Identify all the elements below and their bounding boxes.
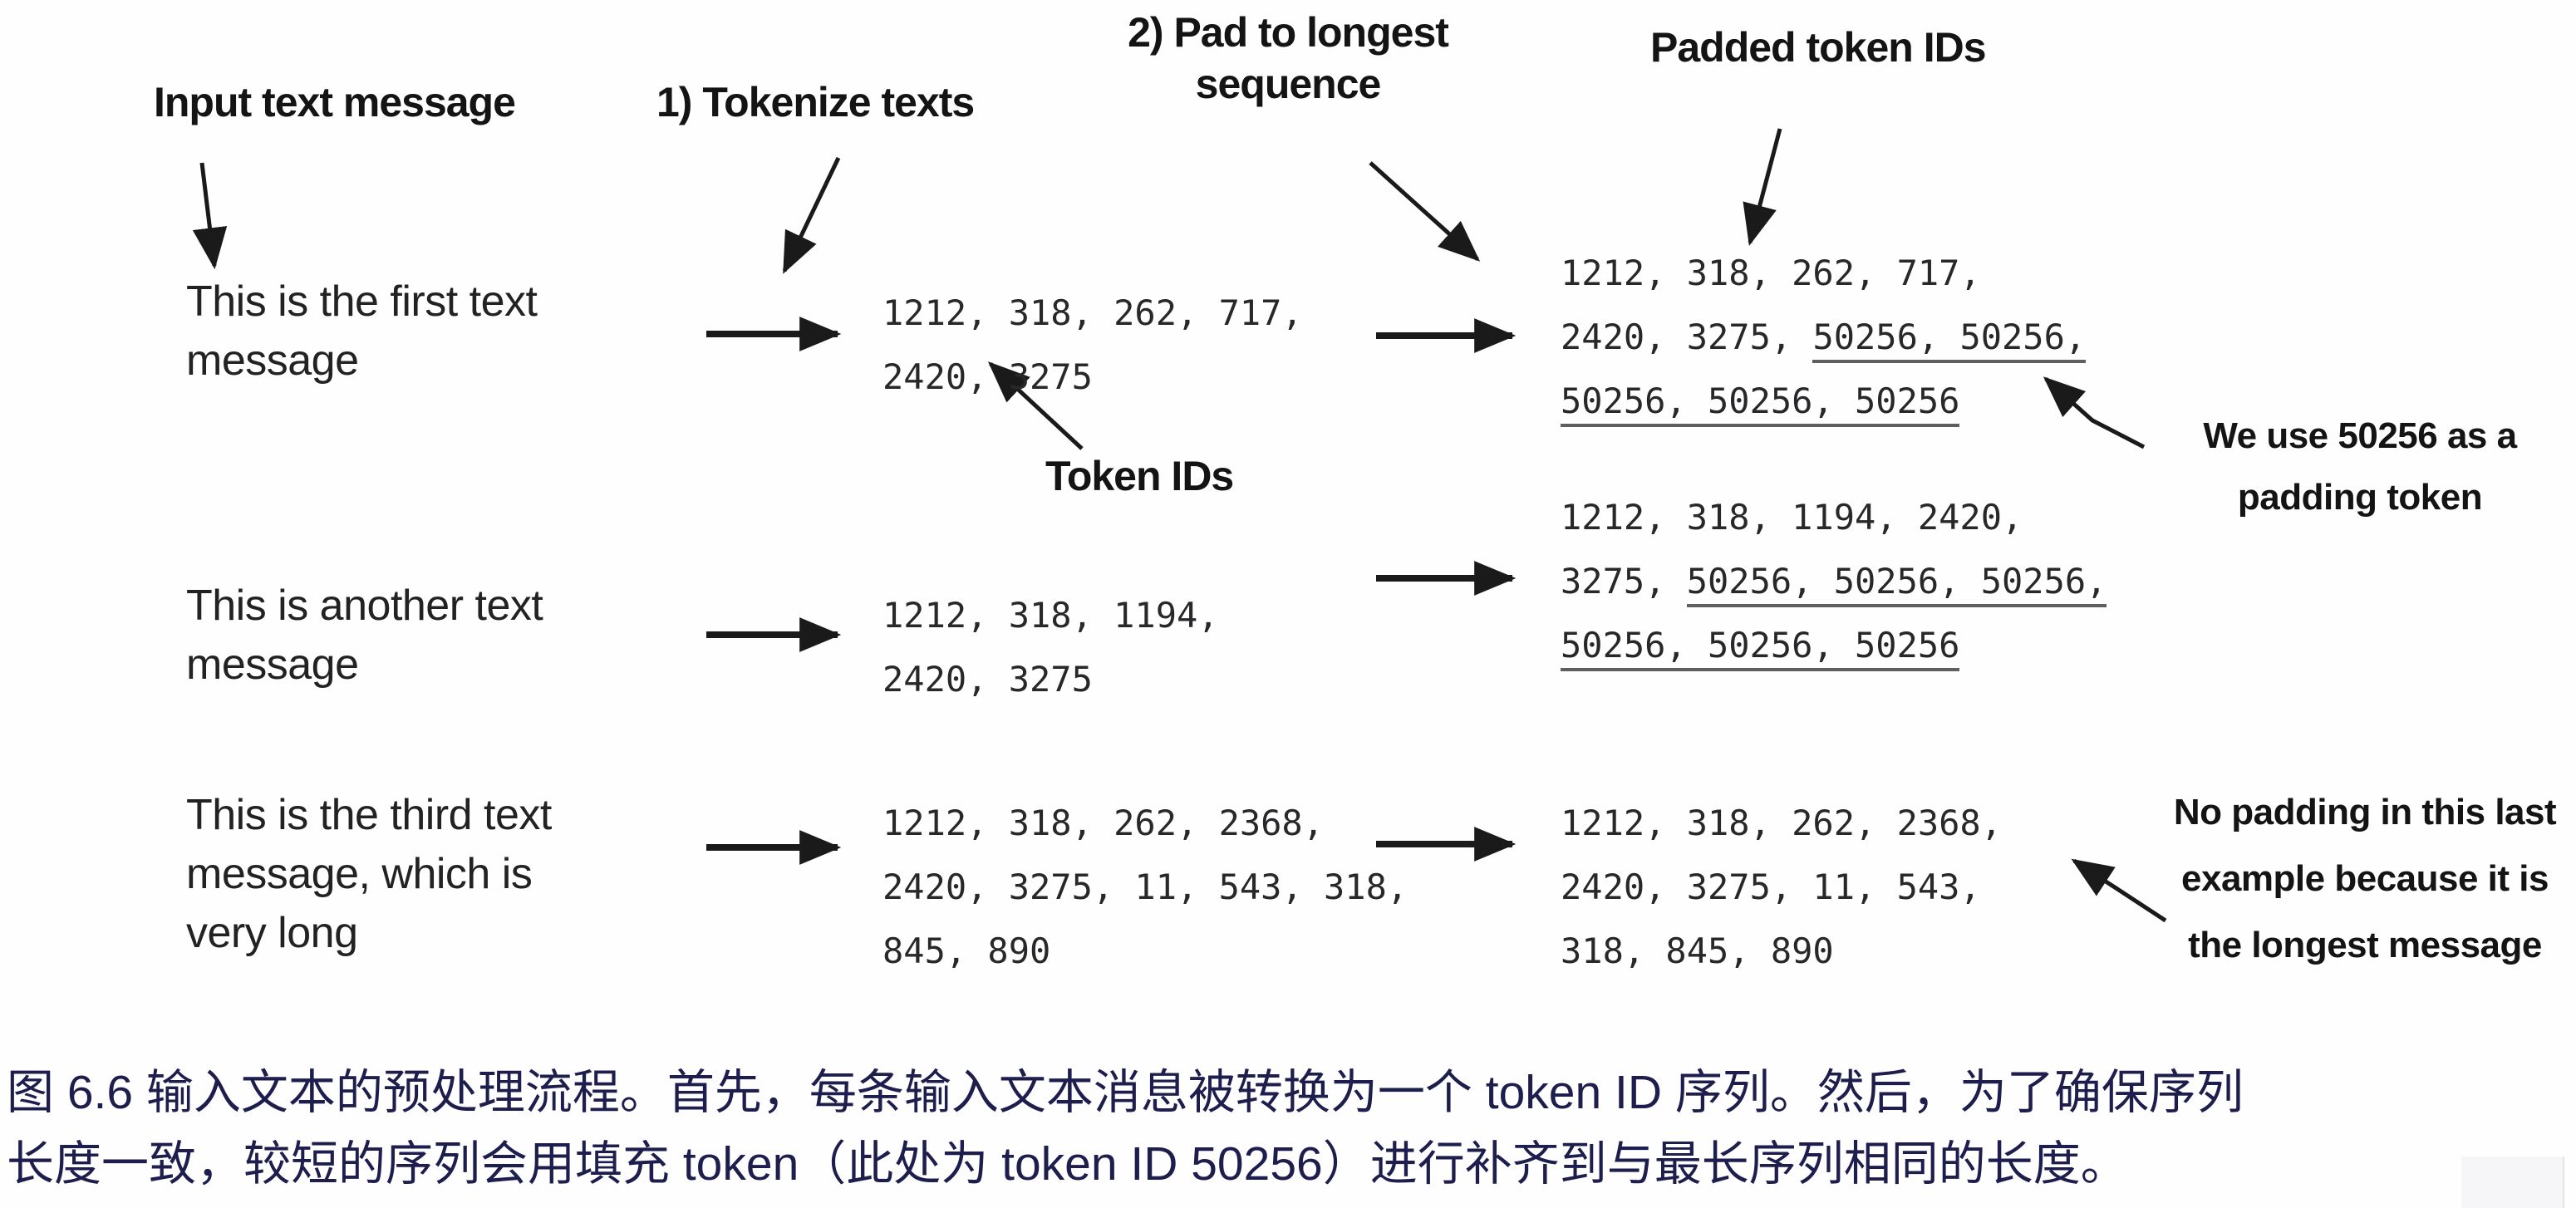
padded-token-line: 2420, 3275, 50256, 50256, [1561, 305, 2087, 369]
note-no-padding-line1: No padding in this last [2173, 792, 2557, 832]
corner-artifact [2461, 1156, 2564, 1208]
label-tokenize-texts: 1) Tokenize texts [656, 79, 975, 125]
caption-line2: 长度一致，较短的序列会用填充 token（此处为 token ID 50256）… [7, 1137, 2128, 1191]
padded-token-ids-1: 1212, 318, 262, 717, 2420, 3275, 50256, … [1561, 241, 2087, 433]
padded-token-ids-3: 1212, 318, 262, 2368, 2420, 3275, 11, 54… [1561, 791, 2002, 983]
arrow-input-label [192, 162, 228, 270]
token-line: 1212, 318, 1194, [882, 595, 1219, 636]
input-message-1-line1: This is the first text [186, 277, 538, 326]
figure-caption: 图 6.6 输入文本的预处理流程。首先，每条输入文本消息被转换为一个 token… [7, 1057, 2574, 1200]
label-pad-line1: 2) Pad to longest [1128, 9, 1449, 56]
token-ids-1: 1212, 318, 262, 717, 2420, 3275 [882, 281, 1303, 409]
padded-token-line: 1212, 318, 262, 2368, [1561, 803, 2003, 843]
input-message-2-line2: message [186, 641, 359, 689]
input-message-1-line2: message [186, 336, 359, 385]
input-message-3-line1: This is the third text [186, 791, 552, 839]
note-no-padding: No padding in this last example because … [2157, 779, 2573, 979]
token-line: 1212, 318, 262, 717, [882, 292, 1303, 333]
token-line: 2420, 3275, 11, 543, 318, [882, 867, 1408, 907]
arrow-pad-label [1369, 161, 1481, 262]
input-message-2: This is another text message [186, 577, 543, 695]
input-message-3-line2: message, which is [186, 850, 533, 898]
token-line: 2420, 3275 [882, 356, 1093, 397]
label-pad-line2: sequence [1195, 61, 1382, 107]
padded-token-line: 50256, 50256, 50256 [1561, 613, 2107, 677]
label-token-ids: Token IDs [1045, 453, 1234, 499]
padded-token-line: 2420, 3275, 11, 543, [1561, 867, 1981, 907]
padded-token-line: 1212, 318, 262, 717, [1561, 253, 1981, 293]
note-padding-line1: We use 50256 as a [2203, 415, 2517, 456]
note-padding-line2: padding token [2237, 477, 2483, 518]
padded-token-ids-2: 1212, 318, 1194, 2420, 3275, 50256, 5025… [1561, 485, 2107, 677]
token-line: 2420, 3275 [882, 659, 1093, 700]
label-pad-to-longest: 2) Pad to longest sequence [1080, 7, 1496, 110]
token-ids-3: 1212, 318, 262, 2368, 2420, 3275, 11, 54… [882, 791, 1408, 983]
label-input-text-message: Input text message [154, 79, 516, 125]
note-padding-token: We use 50256 as a padding token [2161, 405, 2559, 528]
input-message-3: This is the third text message, which is… [186, 786, 552, 963]
note-no-padding-line2: example because it is [2181, 858, 2549, 899]
arrow-tokenize-label [782, 156, 841, 274]
token-line: 845, 890 [882, 931, 1051, 971]
padded-token-line: 3275, 50256, 50256, 50256, [1561, 549, 2107, 613]
input-message-2-line1: This is another text [186, 582, 543, 630]
input-message-3-line3: very long [186, 909, 358, 957]
padded-token-line: 1212, 318, 1194, 2420, [1561, 497, 2023, 538]
caption-line1: 图 6.6 输入文本的预处理流程。首先，每条输入文本消息被转换为一个 token… [7, 1066, 2244, 1119]
arrow-no-padding-note [2071, 858, 2167, 923]
padded-token-line: 50256, 50256, 50256 [1561, 369, 2086, 433]
token-ids-2: 1212, 318, 1194, 2420, 3275 [882, 583, 1219, 711]
label-padded-token-ids: Padded token IDs [1650, 24, 1987, 71]
token-line: 1212, 318, 262, 2368, [882, 803, 1325, 843]
input-message-1: This is the first text message [186, 273, 538, 390]
padded-token-line: 318, 845, 890 [1561, 931, 1834, 971]
note-no-padding-line3: the longest message [2188, 925, 2542, 965]
arrow-padded-label [1743, 128, 1782, 247]
